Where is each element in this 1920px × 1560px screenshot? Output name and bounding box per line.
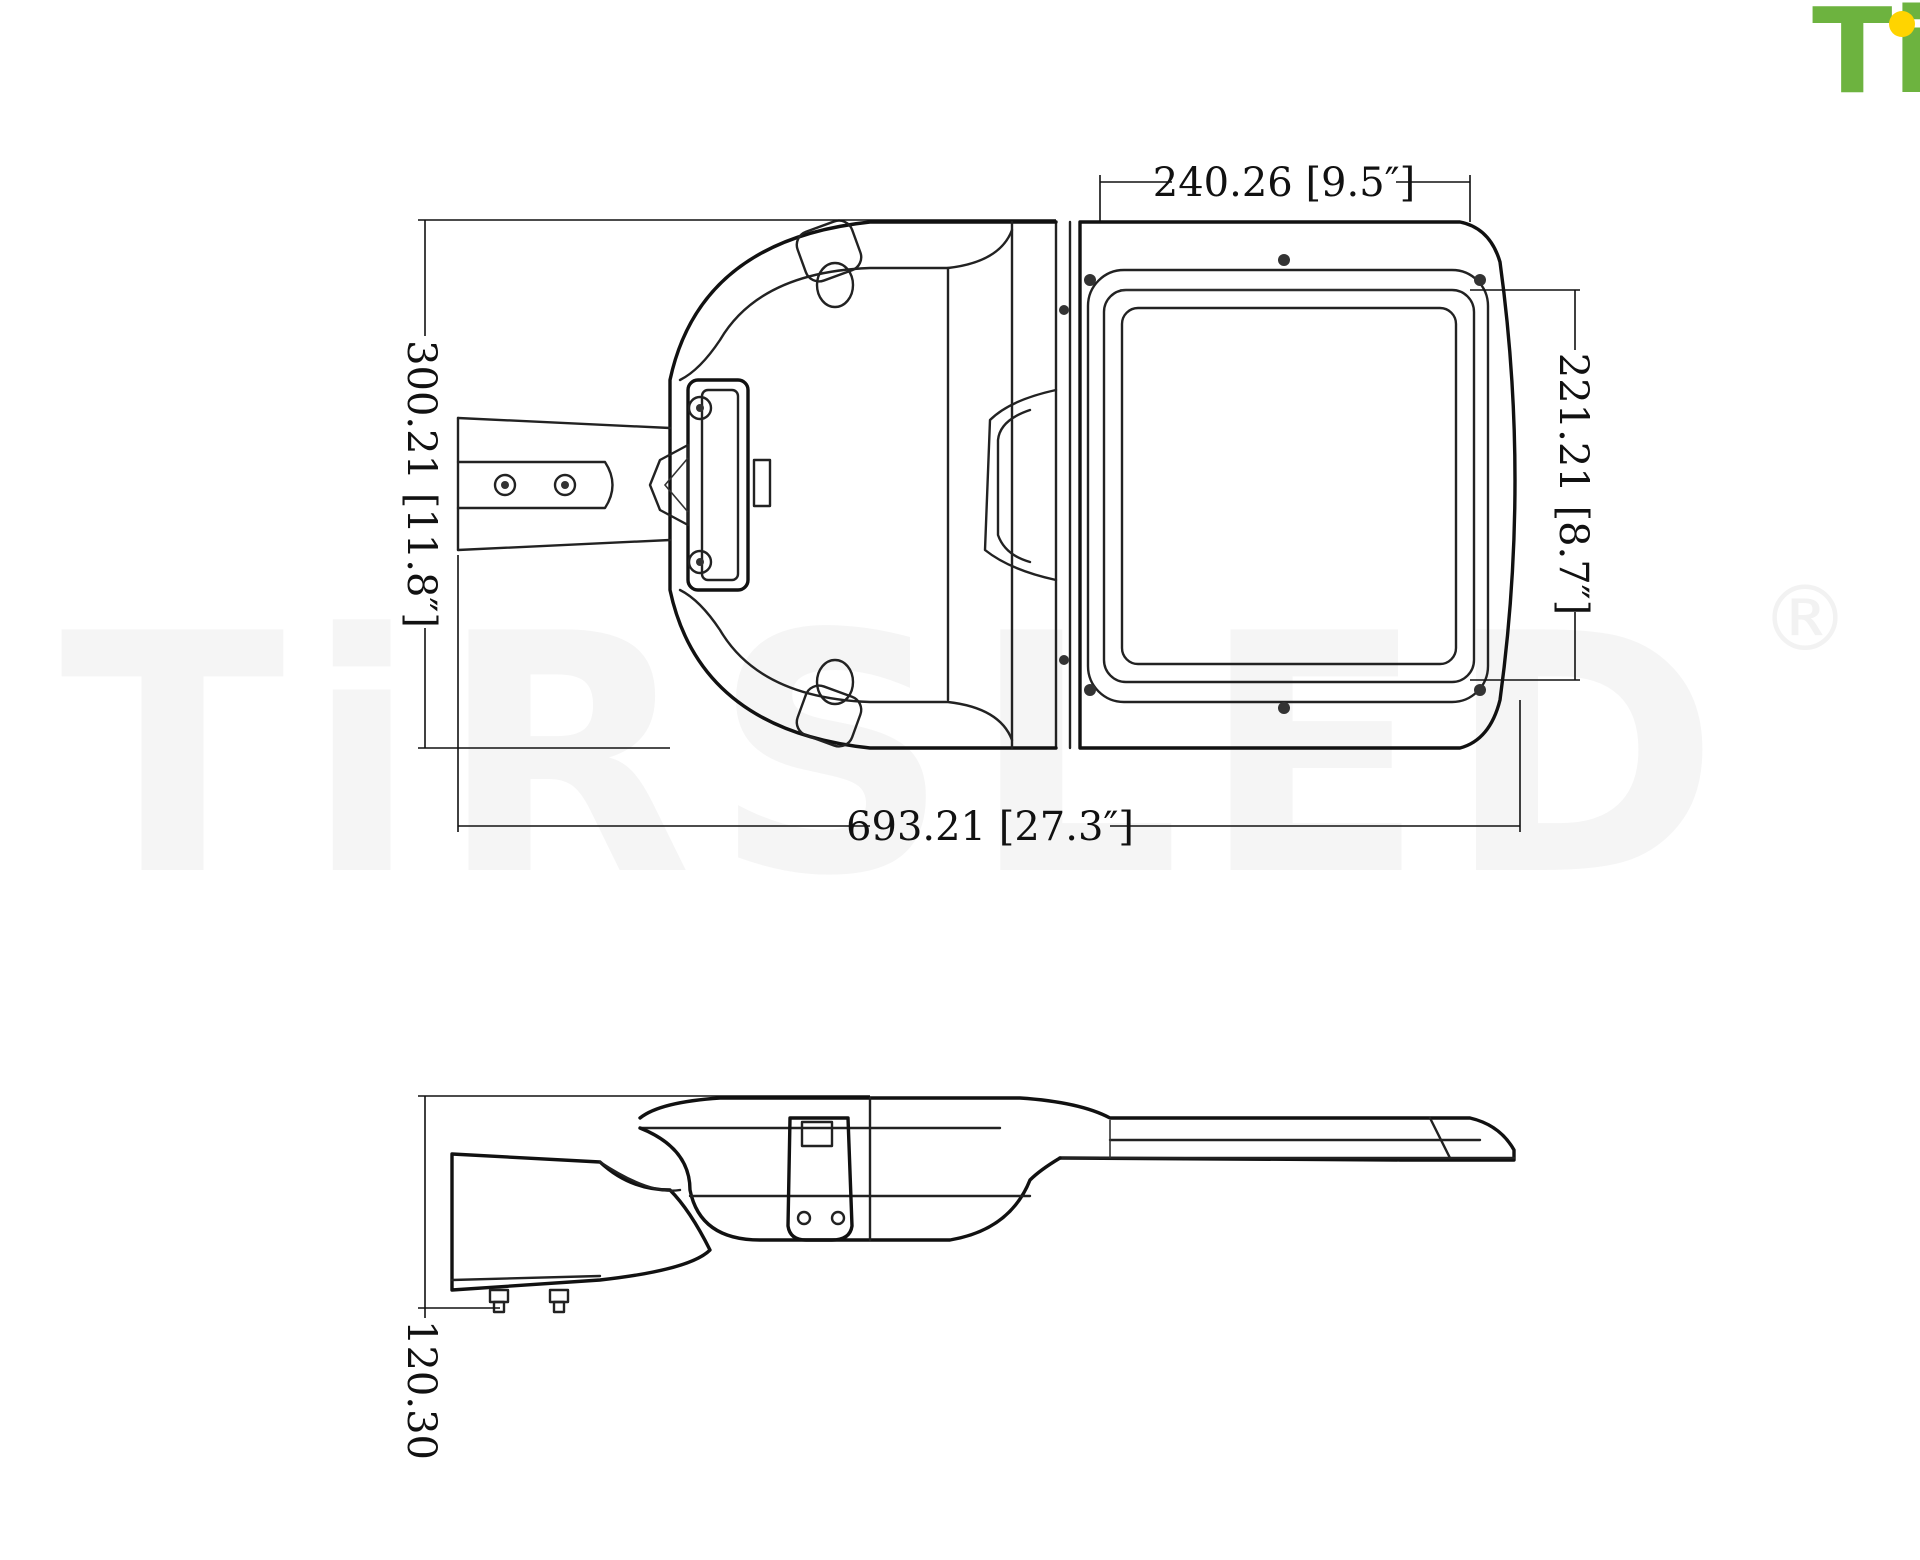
side-bolt [488,1288,510,1314]
latch-handle [983,388,1058,582]
lens-screw [1474,684,1486,696]
watermark: TiRSLED [60,564,1740,948]
pole-bolt [553,473,577,497]
dimension-total-height-label: 300.21 [11.8″] [398,340,444,628]
lens-window [1120,306,1458,666]
side-bracket-screw [796,1210,812,1226]
dimension-top-width: 240.26 [9.5″] [1099,160,1471,222]
pole-bolt-center [501,481,509,489]
dimension-total-length: 693.21 [27.3″] [457,555,1521,850]
dimension-side-height-label: 120.30 [398,1320,444,1460]
side-bracket-screw [830,1210,846,1226]
hinge-screw [1059,655,1069,665]
dimension-total-length-label: 693.21 [27.3″] [846,804,1134,850]
side-pole-base [450,1274,602,1282]
lens-screw [1278,702,1290,714]
arm-inner-bottom [678,588,1014,742]
side-pole-arm [450,1152,712,1292]
side-housing-top [638,1096,1516,1162]
dimension-top-width-label: 240.26 [9.5″] [1153,160,1415,206]
lens-screw [1474,274,1486,286]
dimension-side-height: 120.30 [398,1095,870,1460]
bracket-cone-detail [663,457,689,513]
mount-screw-center [696,558,704,566]
side-bracket-window [800,1120,834,1148]
side-pole-curve [598,1160,682,1192]
lens-screw [1084,274,1096,286]
arm-grip-bottom [795,684,863,748]
dimension-inner-height-label: 221.21 [8.7″] [1550,353,1596,615]
arm-inner-top [678,228,1014,382]
side-lens-tip [1428,1116,1452,1160]
arm-knob-bottom [815,658,855,706]
mount-block-inner [700,388,740,582]
lens-screw [1084,684,1096,696]
mount-tab [752,458,772,508]
dimension-total-height: 300.21 [11.8″] [398,219,1056,749]
pole-arm [456,416,672,552]
side-view: 120.30 [398,1095,1516,1460]
lens-outer-frame [1086,268,1490,704]
top-view: 240.26 [9.5″] 300.21 [11.8″] 221.21 [8.7… [398,160,1596,850]
side-bracket-plate [786,1116,854,1242]
side-housing-belly [638,1126,1062,1242]
pole-bolt-center [561,481,569,489]
lens-housing-outline [1078,220,1517,750]
pole-bolt [493,473,517,497]
dimension-inner-height: 221.21 [8.7″] [1470,289,1596,681]
registered-mark: ® [1760,567,1850,672]
mount-screw [687,395,713,421]
logo-dot [1889,11,1915,37]
mount-screw [687,549,713,575]
side-bolt [548,1288,570,1314]
arm-grip-top [795,219,863,283]
brand-logo: Ti [1812,0,1920,120]
hinge-screw [1059,305,1069,315]
body-outer [668,220,1058,750]
mount-screw-center [696,404,704,412]
arm-knob-top [815,261,855,309]
pole-slot [456,460,614,510]
lens-screw [1278,254,1290,266]
latch-handle-inner [996,408,1032,564]
